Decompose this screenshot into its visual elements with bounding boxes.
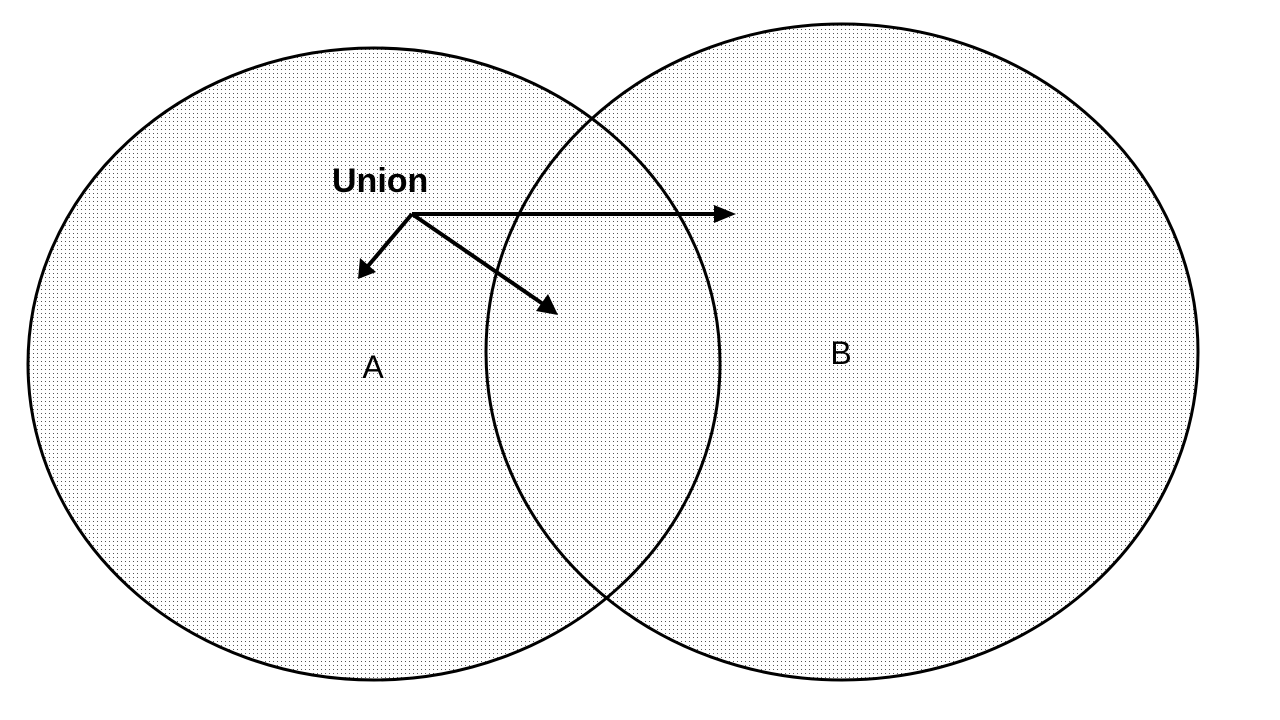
- union-arrows: [358, 205, 736, 315]
- arrow-to-intersection: [410, 212, 545, 306]
- arrowhead-a: [358, 258, 376, 279]
- set-a-circle: [26, 46, 722, 682]
- set-b-label: B: [830, 335, 851, 371]
- union-label: Union: [332, 162, 428, 200]
- arrowhead-b: [714, 205, 736, 223]
- set-b-fill: [486, 24, 1198, 680]
- set-a-label: A: [362, 349, 384, 385]
- set-b-circle: [484, 22, 1200, 682]
- arrowhead-intersection: [536, 294, 558, 315]
- arrow-to-a: [366, 212, 414, 268]
